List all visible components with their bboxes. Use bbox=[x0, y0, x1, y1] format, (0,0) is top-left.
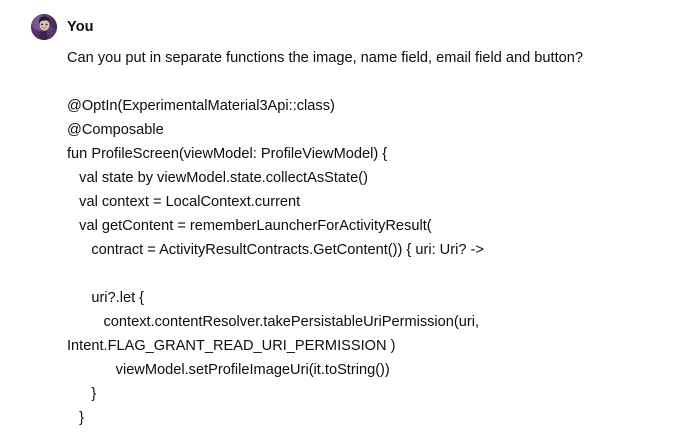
code-line: context.contentResolver.takePersistableU… bbox=[67, 314, 480, 330]
code-line: @Composable bbox=[67, 122, 164, 138]
message-header: You bbox=[0, 14, 697, 40]
code-line: contract = ActivityResultContracts.GetCo… bbox=[67, 242, 484, 258]
code-line: @OptIn(ExperimentalMaterial3Api::class) bbox=[67, 98, 335, 114]
code-line: viewModel.setProfileImageUri(it.toString… bbox=[67, 362, 390, 378]
code-line: uri?.let { bbox=[67, 290, 145, 306]
code-line: fun ProfileScreen(viewModel: ProfileView… bbox=[67, 146, 388, 162]
message-code-block: @OptIn(ExperimentalMaterial3Api::class) … bbox=[67, 94, 683, 430]
message-author-name: You bbox=[67, 18, 94, 35]
code-line: } bbox=[67, 386, 97, 402]
avatar[interactable] bbox=[31, 14, 57, 40]
code-line: val context = LocalContext.current bbox=[67, 194, 301, 210]
code-line: val getContent = rememberLauncherForActi… bbox=[67, 218, 432, 234]
code-line: Intent.FLAG_GRANT_READ_URI_PERMISSION ) bbox=[67, 338, 396, 354]
code-line-blank bbox=[67, 262, 683, 286]
chat-message-user: You Can you put in separate functions th… bbox=[0, 14, 697, 430]
message-prompt-text: Can you put in separate functions the im… bbox=[67, 50, 583, 66]
message-body: Can you put in separate functions the im… bbox=[0, 46, 697, 430]
code-line: val state by viewModel.state.collectAsSt… bbox=[67, 170, 368, 186]
user-avatar-photo-icon bbox=[31, 14, 57, 40]
code-line: } bbox=[67, 410, 85, 426]
